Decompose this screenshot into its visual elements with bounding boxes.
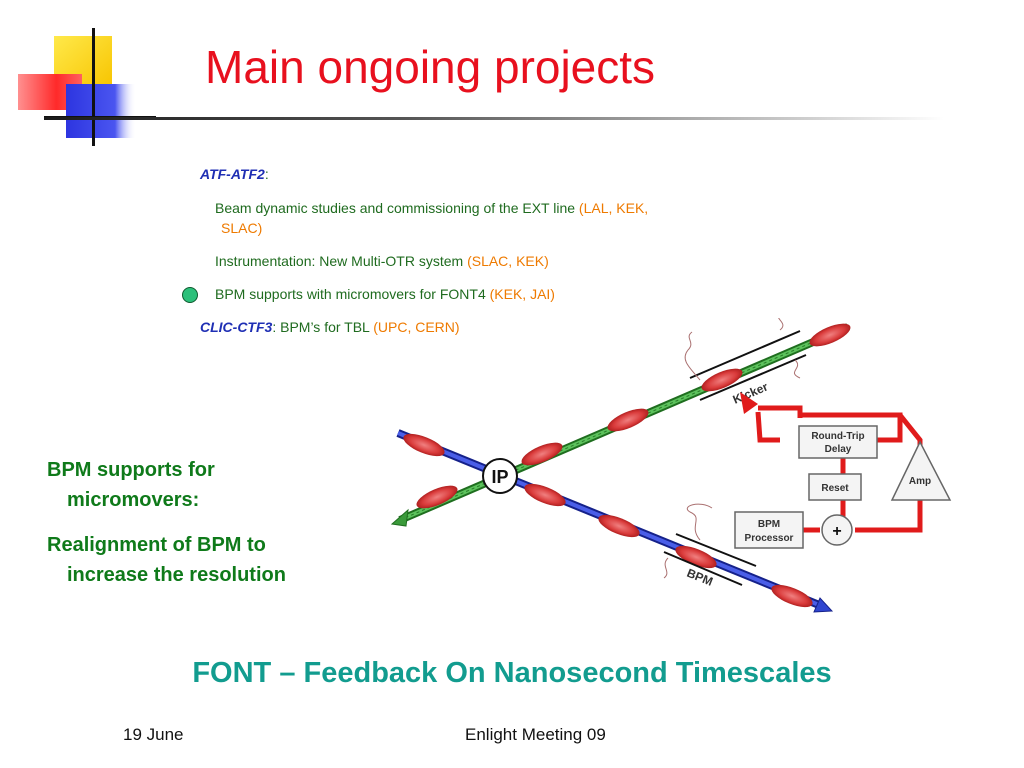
round-trip-delay-box [798,425,878,459]
left-note-2-line-a: Realignment of BPM to [47,534,266,556]
clic-heading-colon: : [272,319,277,335]
bpm-processor-box [734,511,804,549]
atf-item-1-text: Beam dynamic studies and commissioning o… [215,200,576,216]
left-note-2: Realignment of BPM to increase the resol… [47,530,286,590]
summing-junction-plus: + [832,523,841,540]
atf-item-3-text: BPM supports with micromovers for FONT4 [215,286,486,302]
atf-heading-label: ATF-ATF2 [200,166,265,182]
left-note-1: BPM supports for micromovers: [47,455,215,515]
amp-label: Amp [909,476,931,487]
feedback-loop-lines [755,405,923,533]
bpm-label: BPM [685,566,715,589]
atf-item-1-labs: (LAL, KEK, [578,200,649,216]
atf-heading-colon: : [264,166,269,182]
font-acronym-title: FONT – Feedback On Nanosecond Timescales [192,657,832,689]
left-note-1-line-b: micromovers: [67,489,200,511]
corner-decoration [16,28,156,148]
font-feedback-diagram: Kicker BPM IP Round-Trip Delay Reset Amp… [380,295,960,623]
clic-labs: (UPC, CERN) [373,319,460,335]
bpm-processor-label-a: BPM [758,519,780,530]
ip-label: IP [491,467,508,487]
reset-box [808,473,862,501]
bpm-processor-label-b: Processor [745,533,794,544]
left-note-2-line-b: increase the resolution [67,564,286,586]
round-trip-label-a: Round-Trip [811,431,864,442]
atf-item-2-labs: (SLAC, KEK) [467,253,549,269]
beam-bunches [403,323,851,608]
ip-marker [482,458,518,494]
atf-item-3: BPM supports with micromovers for FONT4 … [215,286,555,303]
atf-item-2: Instrumentation: New Multi-OTR system (S… [215,253,549,270]
summing-junction [821,514,853,546]
atf-item-1-labs-cont: SLAC) [221,220,263,236]
round-trip-label-b: Delay [825,444,852,455]
kicker-plates [684,295,807,401]
amp-triangle [890,440,952,501]
clic-heading: CLIC-CTF3 [200,319,273,335]
page-title: Main ongoing projects [205,41,656,93]
clic-line: CLIC-CTF3: BPM’s for TBL (UPC, CERN) [200,319,460,336]
footer-date: 19 June [123,725,184,744]
title-divider [44,117,944,120]
highlight-bullet-icon [182,287,198,303]
atf-item-3-labs: (KEK, JAI) [489,286,555,302]
left-note-1-line-a: BPM supports for [47,459,215,481]
atf-heading: ATF-ATF2: [200,166,269,183]
reset-label: Reset [821,483,849,494]
atf-item-1: Beam dynamic studies and commissioning o… [215,200,648,217]
atf-item-1-cont: SLAC) [221,220,262,237]
footer-meeting: Enlight Meeting 09 [465,725,606,744]
atf-item-2-text: Instrumentation: New Multi-OTR system [215,253,464,269]
clic-text: BPM’s for TBL [280,319,370,335]
bpm-plates [663,503,757,586]
